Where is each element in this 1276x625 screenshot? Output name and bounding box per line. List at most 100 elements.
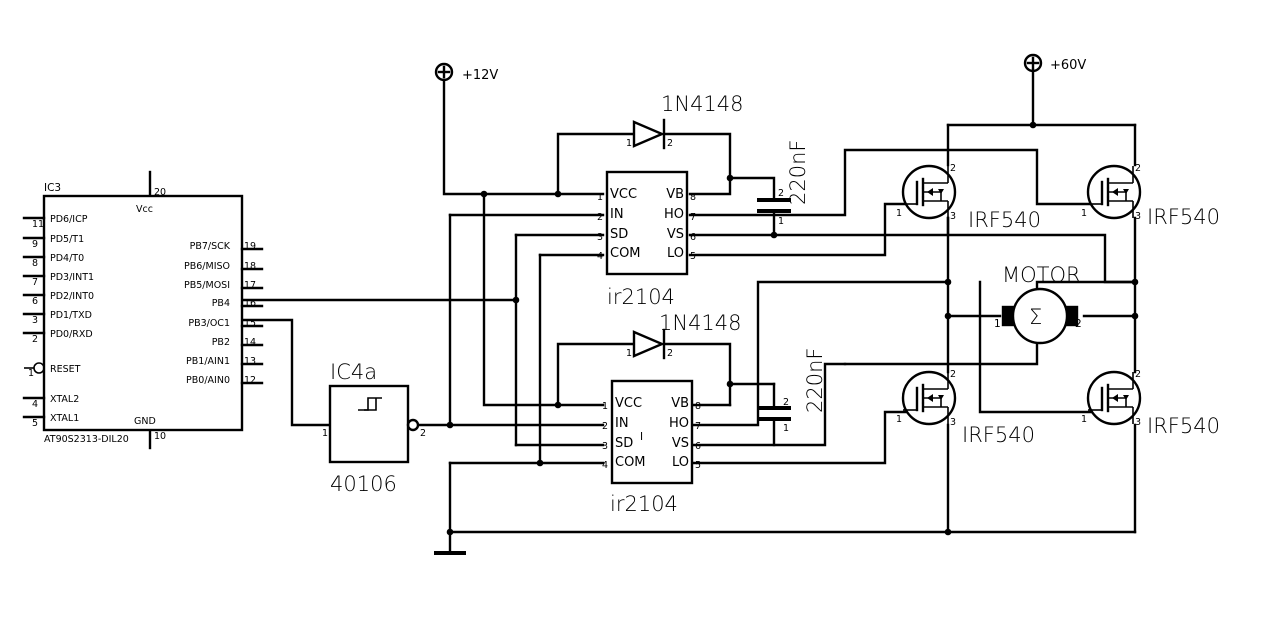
- driver-pin-num: 7: [695, 421, 701, 432]
- mcu-pin-num: 1: [28, 368, 34, 379]
- mcu-vcc-pin: 20: [154, 187, 166, 198]
- capacitor-top-pin-b: 1: [778, 216, 784, 227]
- inverter-part: 40106: [330, 472, 397, 496]
- mcu-pin-label: PB5/MOSI: [184, 280, 230, 291]
- driver-pin-label: LO: [667, 246, 684, 261]
- driver-pin-label: VB: [671, 396, 689, 411]
- mosfet-part-label: IRF540: [1147, 414, 1220, 438]
- driver-pin-num: 3: [597, 232, 603, 243]
- driver-pin-label: VCC: [615, 396, 642, 411]
- mosfet-pin-source: 3: [1135, 211, 1141, 222]
- motor-symbol: Σ: [1029, 305, 1042, 329]
- mcu-pin-label: RESET: [50, 364, 81, 375]
- mcu-pin-label: PB6/MISO: [184, 261, 230, 272]
- mcu-pin-num: 7: [32, 277, 38, 288]
- driver-pin-num: 1: [602, 401, 608, 412]
- mcu-pin-label: PB4: [212, 298, 230, 309]
- mosfet-part-label: IRF540: [968, 208, 1041, 232]
- capacitor-bottom-pin-a: 2: [783, 397, 789, 408]
- mcu-pin-num: 9: [32, 239, 38, 250]
- mcu-pin-label: XTAL1: [50, 413, 79, 424]
- mosfet-pin-source: 3: [1135, 417, 1141, 428]
- diode-top-pin-k: 2: [667, 138, 673, 149]
- motor-pin-a: 1: [994, 318, 1001, 330]
- mcu-right-pins: 19PB7/SCK18PB6/MISO17PB5/MOSI16PB415PB3/…: [184, 241, 264, 386]
- mosfet-pin-gate: 1: [896, 414, 902, 425]
- mcu-pin-label: PB2: [212, 337, 230, 348]
- driver-pin-label: SD: [610, 227, 628, 242]
- driver-pin-label: COM: [615, 455, 646, 470]
- driver-pin-label: IN: [610, 207, 624, 222]
- mosfet-pin-source: 3: [950, 211, 956, 222]
- mcu-pin-label: PD2/INT0: [50, 291, 94, 302]
- diode-top-part: 1N4148: [661, 92, 744, 116]
- mcu-pin-num: 16: [244, 298, 256, 309]
- diode-top: 1N4148 1 2: [626, 92, 744, 150]
- capacitor-bottom: 2 1 220nF: [757, 348, 827, 434]
- driver-pin-num: 4: [597, 251, 603, 262]
- driver-pin-num: 7: [690, 212, 696, 223]
- mcu-ref: IC3: [44, 182, 61, 194]
- driver-pin-label: HO: [669, 416, 689, 431]
- driver-pin-num: 2: [597, 212, 603, 223]
- supply-12v-label: +12V: [462, 68, 498, 83]
- mcu-pin-num: 8: [32, 258, 38, 269]
- inverter-ref: IC4a: [330, 360, 377, 384]
- mcu-pin-label: PD4/T0: [50, 253, 84, 264]
- driver-pin-label: VS: [672, 436, 689, 451]
- driver-pin-num: 5: [690, 251, 696, 262]
- mcu-pin-label: PD5/T1: [50, 234, 84, 245]
- inverter-40106: IC4a 40106 1 2: [322, 360, 426, 496]
- driver-pin-num: 6: [695, 441, 701, 452]
- driver-pin-label: VCC: [610, 187, 637, 202]
- mosfet-part-label: IRF540: [1147, 205, 1220, 229]
- mosfet-pin-gate: 1: [1081, 208, 1087, 219]
- mcu-gnd-label: GND: [134, 416, 156, 427]
- driver-pin-num: 2: [602, 421, 608, 432]
- driver-pin-label: HO: [664, 207, 684, 222]
- motor-pin-b: 2: [1075, 318, 1082, 330]
- mcu-pin-label: PB0/AIN0: [186, 375, 230, 386]
- mosfet-pin-drain: 2: [1135, 163, 1141, 174]
- motor: Σ MOTOR 1 2: [994, 263, 1082, 345]
- driver-pin-label: COM: [610, 246, 641, 261]
- mcu-pin-label: PB1/AIN1: [186, 356, 230, 367]
- mosfet-pin-drain: 2: [950, 369, 956, 380]
- capacitor-top: 2 1 220nF: [757, 140, 810, 227]
- driver-pin-label: VB: [666, 187, 684, 202]
- mcu-pin-num: 4: [32, 399, 38, 410]
- supply-12v: +12V: [434, 62, 498, 83]
- driver-pin-num: 8: [695, 401, 701, 412]
- driver-bottom-part: ir2104: [610, 492, 678, 516]
- supply-60v-label: +60V: [1050, 58, 1086, 73]
- diode-top-pin-a: 1: [626, 138, 632, 149]
- driver-pin-num: 8: [690, 192, 696, 203]
- mosfet-part-label: IRF540: [962, 423, 1035, 447]
- driver-pin-num: 1: [597, 192, 603, 203]
- mcu-pin-num: 5: [32, 418, 38, 429]
- mcu-pin-num: 13: [244, 356, 256, 367]
- driver-pin-label: VS: [667, 227, 684, 242]
- wires: [148, 68, 1137, 554]
- driver-pin-label: SD: [615, 436, 633, 451]
- diode-bottom-pin-a: 1: [626, 348, 632, 359]
- driver-pin-num: 6: [690, 232, 696, 243]
- mcu-pin-label: PD1/TXD: [50, 310, 92, 321]
- diode-bottom-part: 1N4148: [659, 311, 742, 335]
- capacitor-bottom-pin-b: 1: [783, 423, 789, 434]
- driver-pin-label: IN: [615, 416, 629, 431]
- mcu-pin-num: 17: [244, 280, 256, 291]
- inverter-pin-out: 2: [420, 428, 426, 439]
- driver-pin-num: 5: [695, 460, 701, 471]
- capacitor-bottom-value: 220nF: [803, 348, 827, 413]
- driver-pin-label: LO: [672, 455, 689, 470]
- mcu-pin-label: PD6/ICP: [50, 214, 88, 225]
- mcu-pin-label: PB3/OC1: [188, 318, 230, 329]
